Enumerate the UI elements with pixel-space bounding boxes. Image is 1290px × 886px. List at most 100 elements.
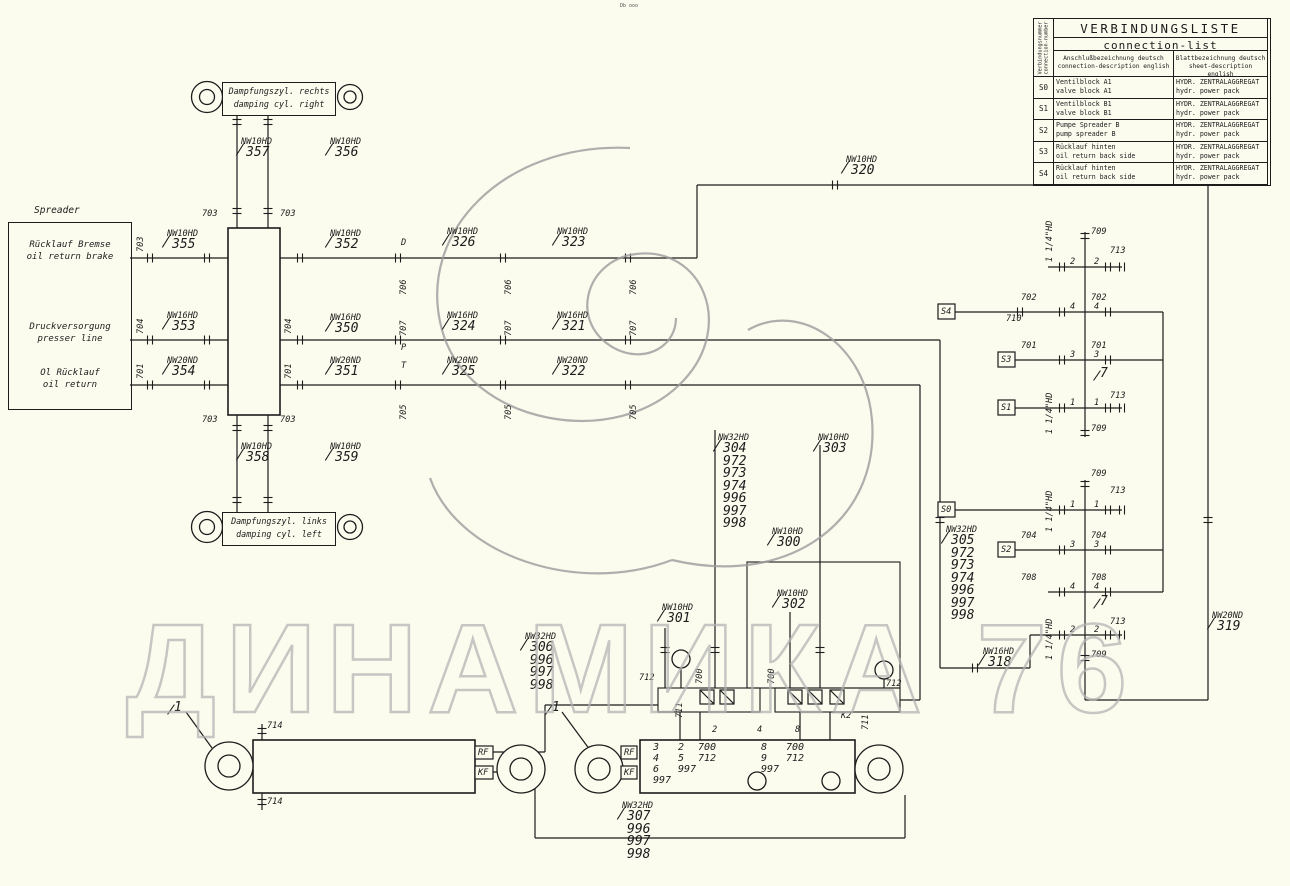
port-label-705: 705 [399,404,409,420]
port-label-RF: RF [478,748,489,758]
sheet-de: HYDR. ZENTRALAGGREGAT [1176,142,1260,151]
port-label-704: 704 [1091,531,1107,541]
table-title-en: connection-list [1103,39,1218,51]
sheet-desc: HYDR. ZENTRALAGGREGAT hydr. power pack [1174,120,1268,142]
port-label-en: oil return brake [26,252,114,262]
sheet-de: HYDR. ZENTRALAGGREGAT [1176,121,1260,129]
port-label-713: 713 [1110,486,1126,496]
connection-id: S0 [1034,77,1054,99]
table-desc-header: Anschlußbezeichnung deutsch connection-d… [1054,51,1174,77]
port-label-702: 702 [1021,293,1037,303]
port-label-701: 701 [1021,341,1037,351]
port-label-712: 712 [639,673,655,683]
connection-id: S1 [1034,98,1054,120]
port-label-3: 3 [1070,540,1076,550]
port-label-703: 703 [280,209,296,219]
port-label-711: 711 [861,714,871,730]
port-label-2: 2 [1094,257,1100,267]
sheet-de: HYDR. ZENTRALAGGREGAT [1176,164,1260,172]
sheet-de: HYDR. ZENTRALAGGREGAT [1176,99,1260,108]
port-label-713: 713 [1110,246,1126,256]
item-callout-1: 1 [167,700,182,715]
desc-en: pump spreader B [1056,130,1116,138]
port-label-702: 702 [1091,293,1107,303]
port-label-KF: KF [478,768,489,778]
port-label-1: 1 [1094,398,1100,408]
port-label-714: 714 [267,797,283,807]
port-label-8: 8 [795,725,801,735]
desc-en: oil return back side [1056,173,1136,181]
table-sheet-header: Blattbezeichnung deutsch sheet-descripti… [1174,51,1268,77]
port-label-4: 4 [757,725,763,735]
port-label-701: 701 [1091,341,1107,351]
port-label-de: Druckversorgung [29,322,111,332]
port-label-706: 706 [629,279,639,295]
cyl-label-en: damping cyl. right [233,99,325,109]
port-label-703: 703 [202,209,218,219]
item-callout-7: 7 [1093,366,1108,381]
port-label-703: 703 [136,236,146,252]
port-label-3: 3 [1070,350,1076,360]
port-label-RF: RF [624,748,635,758]
desc-en: valve block A1 [1056,87,1112,95]
port-label-de: Ol Rücklauf [40,368,100,378]
port-label-en: oil return [42,380,98,390]
table-title: VERBINDUNGSLISTE connection-list [1054,19,1268,51]
desc-de: Pumpe Spreader B [1056,121,1120,129]
table-title-de: VERBINDUNGSLISTE [1054,19,1267,38]
port-label-1: 1 [1094,500,1100,510]
port-label-703: 703 [280,415,296,425]
connection-desc: Ventilblock B1 valve block B1 [1054,98,1174,120]
damping-cylinder-left-box: Dampfungszyl. links damping cyl. left [222,512,336,546]
connection-id: S4 [1034,163,1054,185]
port-label-S1: S1 [1001,403,1012,413]
sheet-desc: HYDR. ZENTRALAGGREGAT hydr. power pack [1174,77,1268,99]
port-label-705: 705 [504,404,514,420]
connection-id: S2 [1034,120,1054,142]
sheet-en: hydr. power pack [1176,130,1240,138]
port-label-701: 701 [136,363,146,379]
sheet-desc: HYDR. ZENTRALAGGREGAT hydr. power pack [1174,141,1268,163]
port-label-4: 4 [1070,302,1076,312]
spreader-port-oil-return: Ol Rücklauf oil return [9,367,131,391]
port-label-114HD: 1 1/4"HD [1045,490,1055,532]
sheet-en: hydr. power pack [1176,151,1240,160]
spreader-box: Rücklauf Bremse oil return brake Druckve… [8,222,132,410]
desc-de: Ventilblock B1 [1056,99,1112,108]
port-label-709: 709 [1091,227,1107,237]
cyl-label-de: Dampfungszyl. links [231,516,327,526]
port-label-S4: S4 [941,307,952,317]
port-label-701: 701 [284,363,294,379]
port-label-114HD: 1 1/4"HD [1045,220,1055,262]
port-label-4: 4 [1094,302,1100,312]
connection-id: S3 [1034,141,1054,163]
port-label-2: 2 [1070,625,1076,635]
cyl-label-en: damping cyl. left [236,529,322,539]
col2-en: sheet-description english [1188,63,1253,77]
item-callout-7: 7 [1093,594,1108,609]
sheet-desc: HYDR. ZENTRALAGGREGAT hydr. power pack [1174,163,1268,185]
port-label-114HD: 1 1/4"HD [1045,392,1055,434]
sheet-en: hydr. power pack [1176,87,1240,95]
connection-desc: Pumpe Spreader B pump spreader B [1054,120,1174,142]
port-label-711: 711 [675,702,685,718]
port-label-S0: S0 [941,505,952,515]
sheet-mark: Db ooo [620,3,639,9]
sheet-de: HYDR. ZENTRALAGGREGAT [1176,78,1260,86]
port-label-707: 707 [399,320,409,336]
